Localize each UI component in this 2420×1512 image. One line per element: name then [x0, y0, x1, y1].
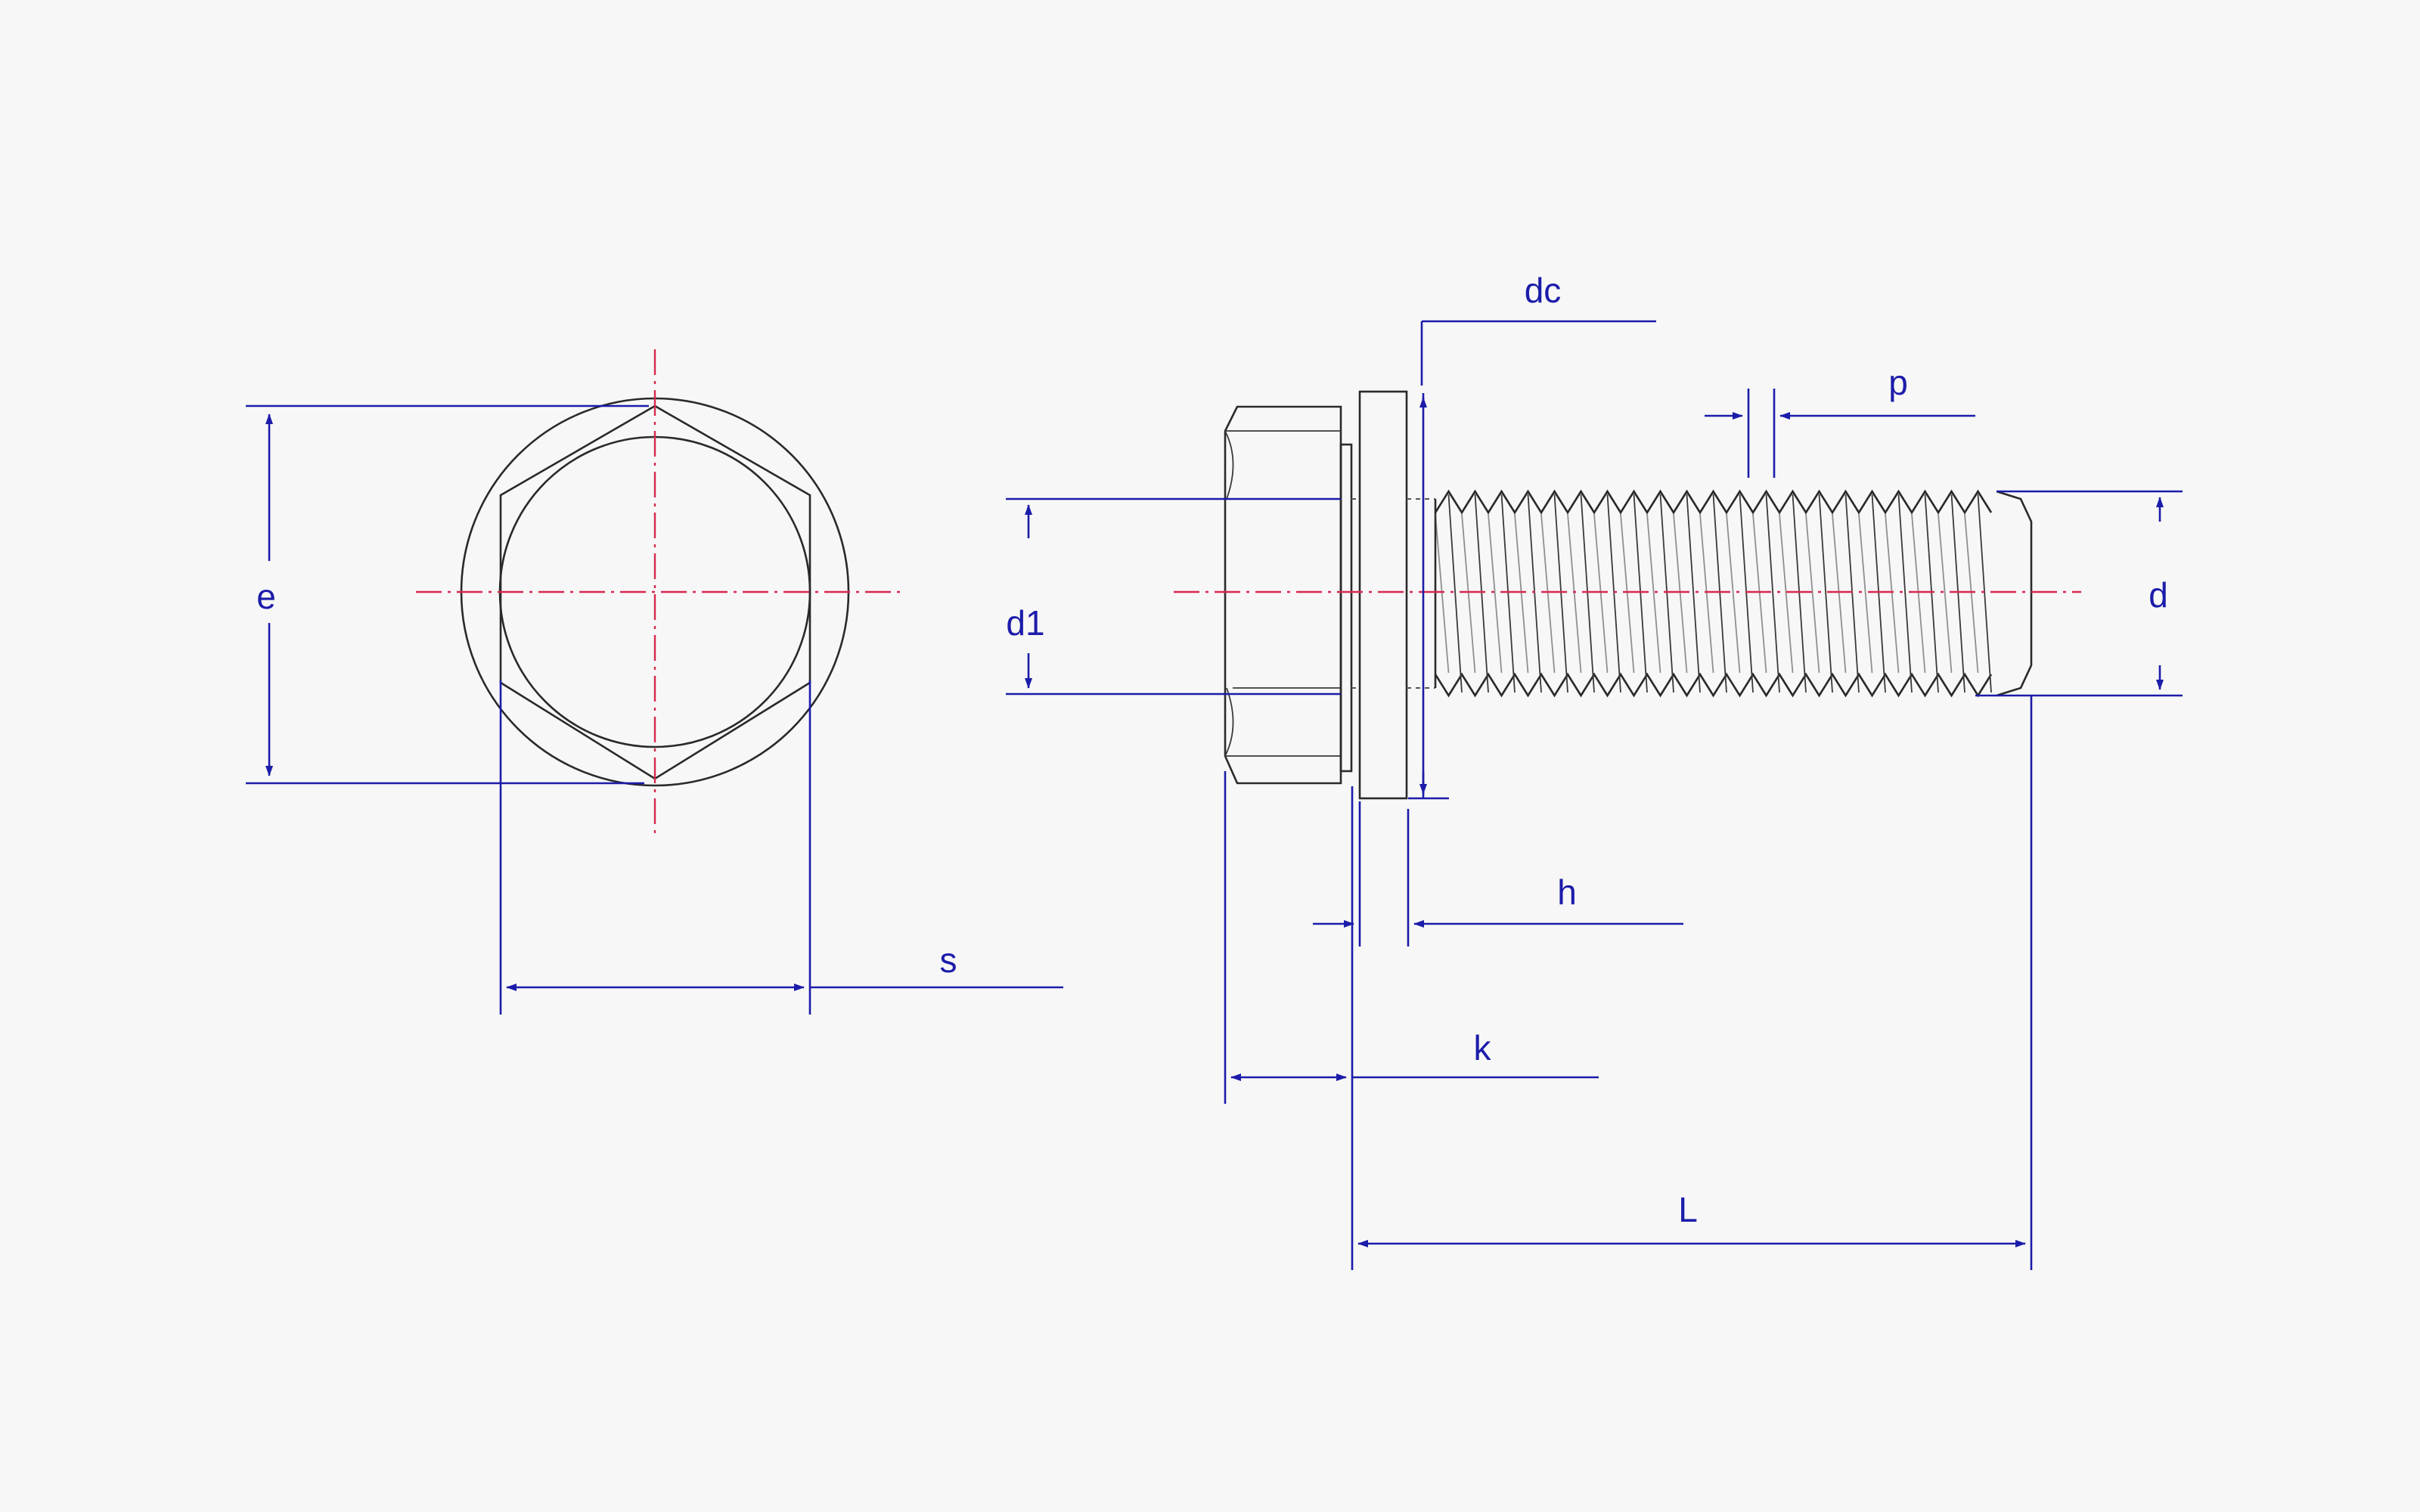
thread-root-line — [1699, 513, 1714, 674]
thread-helix-line — [1712, 494, 1727, 693]
label-p: p — [1888, 363, 1908, 402]
thread-bottom-edge — [1434, 672, 1993, 698]
label-dc: dc — [1525, 271, 1562, 310]
thread-helix-line — [1500, 494, 1516, 693]
thread-root-line — [1858, 513, 1873, 674]
thread-helix-line — [1553, 494, 1568, 693]
thread-helix-line — [1844, 494, 1860, 693]
dimension-d — [1975, 490, 2183, 697]
thread-root-line — [1567, 513, 1582, 674]
thread-root-line — [1752, 513, 1767, 674]
dimension-L — [1357, 696, 2033, 1270]
thread-helix-line — [1818, 494, 1833, 693]
thread-root-line — [1488, 513, 1503, 674]
thread-helix-line — [1527, 494, 1542, 693]
thread-root-line — [1832, 513, 1847, 674]
thread-root-line — [1779, 513, 1794, 674]
thread-root-line — [1911, 513, 1926, 674]
thread-root-line — [1885, 513, 1900, 674]
label-e: e — [256, 577, 276, 616]
thread-root-line — [1726, 513, 1741, 674]
thread-helix-line — [1447, 494, 1463, 693]
thread-helix-line — [1871, 494, 1886, 693]
shank-tip — [1996, 490, 2033, 697]
thread-helix-line — [1739, 494, 1754, 693]
label-s: s — [940, 940, 957, 980]
thread-helix-line — [1606, 494, 1621, 693]
thread-root-line — [1540, 513, 1556, 674]
thread-helix-line — [1633, 494, 1648, 693]
side-view — [1174, 390, 2081, 800]
bolt-head-chamfer — [1224, 430, 1341, 757]
thread-root-line — [1673, 513, 1688, 674]
thread-helix-line — [1950, 494, 1965, 693]
label-h: h — [1557, 872, 1577, 912]
thread-helix-line — [1924, 494, 1939, 693]
label-k: k — [1474, 1028, 1492, 1067]
thread-helix-line — [1897, 494, 1913, 693]
thread-profile — [1434, 489, 1993, 698]
washer — [1358, 390, 1408, 800]
label-d1: d1 — [1006, 603, 1044, 643]
bolt-head-step — [1339, 443, 1353, 773]
thread-helix-line — [1792, 494, 1807, 693]
label-d: d — [2149, 575, 2168, 615]
thread-root-line — [1805, 513, 1820, 674]
thread-root-line — [1620, 513, 1635, 674]
thread-root-line — [1461, 513, 1476, 674]
bolt-head — [1224, 405, 1342, 785]
thread-helix-line — [1765, 494, 1780, 693]
dimension-d1 — [1006, 497, 1341, 696]
thread-root-line — [1938, 513, 1953, 674]
dimension-k — [1224, 771, 1599, 1270]
thread-root-line — [1646, 513, 1661, 674]
thread-top-edge — [1434, 489, 1993, 515]
thread-root-line — [1514, 513, 1529, 674]
thread-helix-line — [1977, 494, 1992, 693]
thread-root-line — [1435, 513, 1450, 674]
label-L: L — [1678, 1190, 1698, 1229]
hidden-lines — [1351, 498, 1435, 689]
thread-helix-line — [1686, 494, 1701, 693]
thread-helix-line — [1474, 494, 1489, 693]
dimension-e — [246, 404, 649, 785]
dimension-h — [1313, 801, 1683, 947]
thread-root-line — [1593, 513, 1609, 674]
dimension-s — [499, 680, 1063, 1015]
front-view — [416, 349, 900, 839]
dimension-p — [1705, 389, 1975, 478]
thread-root-line — [1964, 513, 1979, 674]
thread-helix-line — [1659, 494, 1674, 693]
thread-helix-line — [1580, 494, 1595, 693]
dimension-dc — [1408, 320, 1656, 800]
